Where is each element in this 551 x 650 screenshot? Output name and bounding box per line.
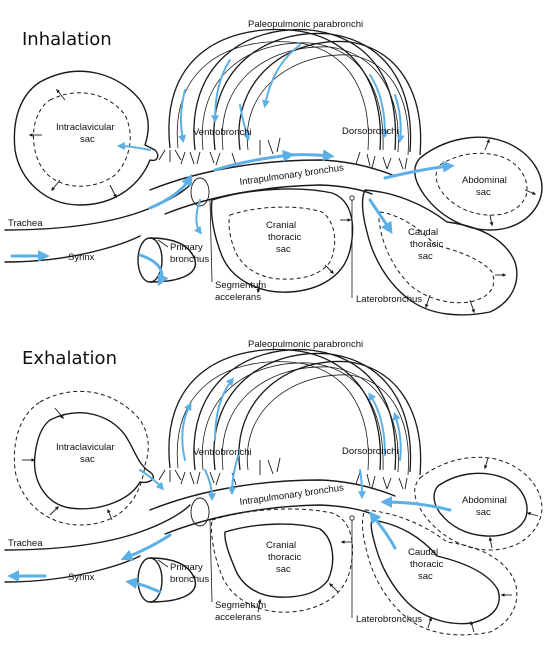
label-caudal: Caudal bbox=[408, 227, 438, 238]
segmentum-ring bbox=[190, 177, 210, 207]
abdominal-sac bbox=[433, 472, 528, 537]
label-laterobronchus-2: Laterobronchus bbox=[356, 614, 422, 625]
label-paleopulmonic: Paleopulmonic parabronchi bbox=[248, 19, 363, 30]
label-intraclavicular: Intraclavicular bbox=[56, 122, 115, 133]
label-cranial-2: Cranial bbox=[266, 540, 296, 551]
label-laterobronchus: Laterobronchus bbox=[356, 294, 422, 305]
inhalation-airflow bbox=[10, 44, 455, 287]
label-dorsobronchi: Dorsobronchi bbox=[342, 126, 399, 137]
label-primary: Primary bbox=[170, 242, 203, 253]
abdominal-sac bbox=[414, 136, 543, 231]
label-abdominal: Abdominal bbox=[462, 175, 507, 186]
exhalation-panel: Exhalation bbox=[4, 339, 543, 636]
label-cranial-sac: sac bbox=[276, 244, 291, 255]
compression-arrows bbox=[22, 407, 539, 633]
cranial-thoracic-sac bbox=[210, 188, 354, 293]
label-trachea: Trachea bbox=[8, 218, 43, 229]
label-cranial: Cranial bbox=[266, 220, 296, 231]
label-caudal-thoracic: thoracic bbox=[410, 239, 444, 250]
label-accelerans-2: accelerans bbox=[215, 612, 261, 623]
label-intrapulmonary: Intrapulmonary bronchus bbox=[239, 162, 345, 188]
label-syrinx: Syrinx bbox=[68, 252, 95, 263]
label-caudal-thoracic-2: thoracic bbox=[410, 559, 444, 570]
expansion-arrows bbox=[28, 88, 537, 314]
label-intraclavicular-sac-2: sac bbox=[80, 454, 95, 465]
label-caudal-sac-2: sac bbox=[418, 571, 433, 582]
label-caudal-sac: sac bbox=[418, 251, 433, 262]
label-cranial-thoracic-2: thoracic bbox=[268, 552, 302, 563]
label-accelerans: accelerans bbox=[215, 292, 261, 303]
label-intraclavicular-2: Intraclavicular bbox=[56, 442, 115, 453]
label-intraclavicular-sac: sac bbox=[80, 134, 95, 145]
inhalation-anatomy bbox=[4, 28, 543, 316]
label-primary-2: Primary bbox=[170, 562, 203, 573]
label-dorsobronchi-2: Dorsobronchi bbox=[342, 446, 399, 457]
exhalation-heading: Exhalation bbox=[22, 348, 117, 369]
label-intrapulmonary-2: Intrapulmonary bronchus bbox=[239, 482, 345, 508]
inhalation-panel: Inhalation bbox=[4, 19, 543, 316]
label-bronchus: bronchus bbox=[170, 254, 209, 265]
label-ventrobronchi-2: Ventrobronchi bbox=[193, 447, 252, 458]
trachea bbox=[4, 504, 191, 551]
label-cranial-thoracic: thoracic bbox=[268, 232, 302, 243]
label-caudal-2: Caudal bbox=[408, 547, 438, 558]
label-segmentum-2: Segmentum bbox=[215, 600, 266, 611]
label-syrinx-2: Syrinx bbox=[68, 572, 95, 583]
label-abdominal-sac: sac bbox=[476, 187, 491, 198]
label-bronchus-2: bronchus bbox=[170, 574, 209, 585]
label-abdominal-sac-2: sac bbox=[476, 507, 491, 518]
label-trachea-2: Trachea bbox=[8, 538, 43, 549]
intrapulmonary-bronchus bbox=[149, 479, 396, 511]
intraclavicular-sac bbox=[13, 70, 159, 206]
label-segmentum: Segmentum bbox=[215, 280, 266, 291]
inhalation-heading: Inhalation bbox=[22, 29, 112, 50]
label-abdominal-2: Abdominal bbox=[462, 495, 507, 506]
label-cranial-sac-2: sac bbox=[276, 564, 291, 575]
exhalation-anatomy bbox=[4, 348, 543, 636]
label-paleopulmonic-2: Paleopulmonic parabronchi bbox=[248, 339, 363, 350]
trachea bbox=[4, 184, 191, 231]
cranial-thoracic-sac bbox=[224, 523, 334, 598]
label-ventrobronchi: Ventrobronchi bbox=[193, 127, 252, 138]
caudal-thoracic-sac bbox=[361, 189, 518, 316]
intraclavicular-sac bbox=[33, 412, 154, 510]
exhalation-airflow bbox=[7, 377, 452, 594]
